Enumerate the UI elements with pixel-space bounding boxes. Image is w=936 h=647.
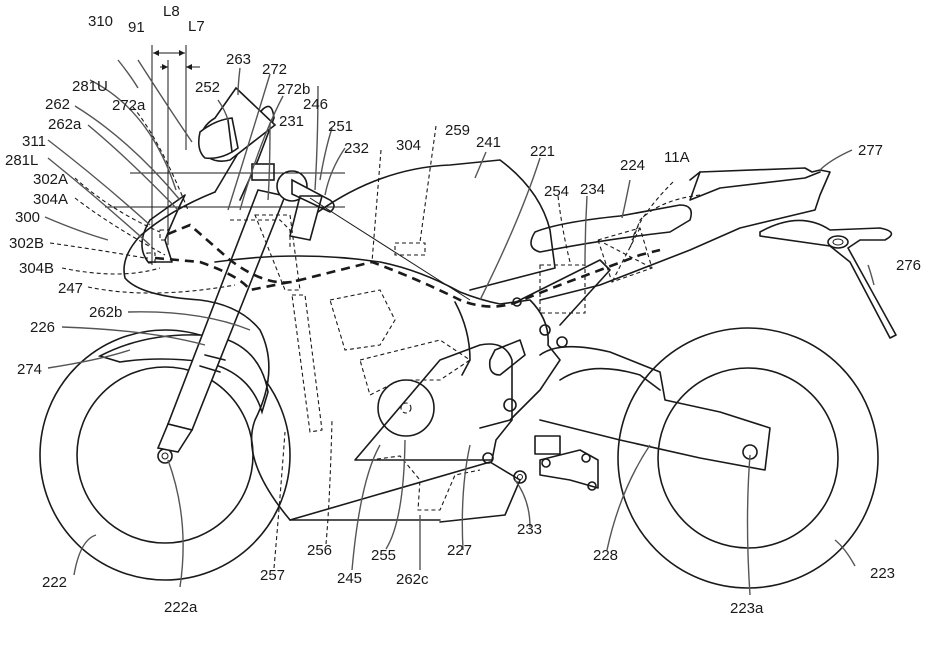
label-L7: L7 (188, 18, 205, 35)
label-276: 276 (896, 257, 921, 274)
label-252: 252 (195, 79, 220, 96)
label-247: 247 (58, 280, 83, 297)
label-254: 254 (544, 183, 569, 200)
label-232: 232 (344, 140, 369, 157)
engine-cover (354, 343, 513, 461)
label-256: 256 (307, 542, 332, 559)
label-262: 262 (45, 96, 70, 113)
label-302A: 302A (33, 171, 68, 188)
label-259: 259 (445, 122, 470, 139)
label-223a: 223a (730, 600, 764, 617)
dimension-L7 (160, 64, 200, 70)
front-rim (76, 366, 254, 544)
label-281U: 281U (72, 78, 108, 95)
label-300: 300 (15, 209, 40, 226)
front-tire-outer (39, 329, 291, 581)
label-272b: 272b (277, 81, 310, 98)
label-222: 222 (42, 574, 67, 591)
label-221: 221 (530, 143, 555, 160)
label-227: 227 (447, 542, 472, 559)
front-fork (156, 189, 287, 453)
rear-tire-outer (617, 327, 879, 589)
label-222a: 222a (164, 599, 198, 616)
label-262c: 262c (396, 571, 429, 588)
label-234: 234 (580, 181, 605, 198)
label-241: 241 (476, 134, 501, 151)
rear-linkage (513, 435, 599, 491)
wiring-harness-lower (154, 256, 301, 292)
leader-lines (44, 59, 875, 596)
label-302B: 302B (9, 235, 44, 252)
label-L8: L8 (163, 3, 180, 20)
engine (289, 339, 526, 523)
label-262b: 262b (89, 304, 122, 321)
label-272: 272 (262, 61, 287, 78)
engine-sprocket-cover (377, 379, 435, 437)
label-246: 246 (303, 96, 328, 113)
switch-box (251, 163, 275, 181)
seat-tail (530, 167, 897, 339)
label-257: 257 (260, 567, 285, 584)
label-255: 255 (371, 547, 396, 564)
label-91: 91 (128, 19, 145, 36)
reference-labels: L8 L7 310 91 263 272 252 281U 272a 272b … (5, 3, 921, 617)
label-310: 310 (88, 13, 113, 30)
front-fender (97, 334, 269, 415)
label-272a: 272a (112, 97, 146, 114)
label-224: 224 (620, 157, 645, 174)
label-245: 245 (337, 570, 362, 587)
label-223: 223 (870, 565, 895, 582)
label-11A: 11A (664, 149, 690, 166)
hidden-components (146, 194, 701, 511)
label-228: 228 (593, 547, 618, 564)
label-251: 251 (328, 118, 353, 135)
label-274: 274 (17, 361, 42, 378)
label-304: 304 (396, 137, 421, 154)
label-304B: 304B (19, 260, 54, 277)
label-226: 226 (30, 319, 55, 336)
fuel-tank (317, 159, 556, 291)
label-304A: 304A (33, 191, 68, 208)
dimension-L8 (153, 50, 185, 56)
label-277: 277 (858, 142, 883, 159)
label-311: 311 (22, 133, 46, 150)
label-263: 263 (226, 51, 251, 68)
label-231: 231 (279, 113, 304, 130)
label-262a: 262a (48, 116, 82, 133)
label-233: 233 (517, 521, 542, 538)
handlebar-assembly (251, 163, 335, 241)
rider-seat (530, 204, 693, 253)
wiring-harness-upper (167, 223, 661, 308)
rear-fender-bracket (759, 219, 897, 339)
label-281L: 281L (5, 152, 38, 169)
